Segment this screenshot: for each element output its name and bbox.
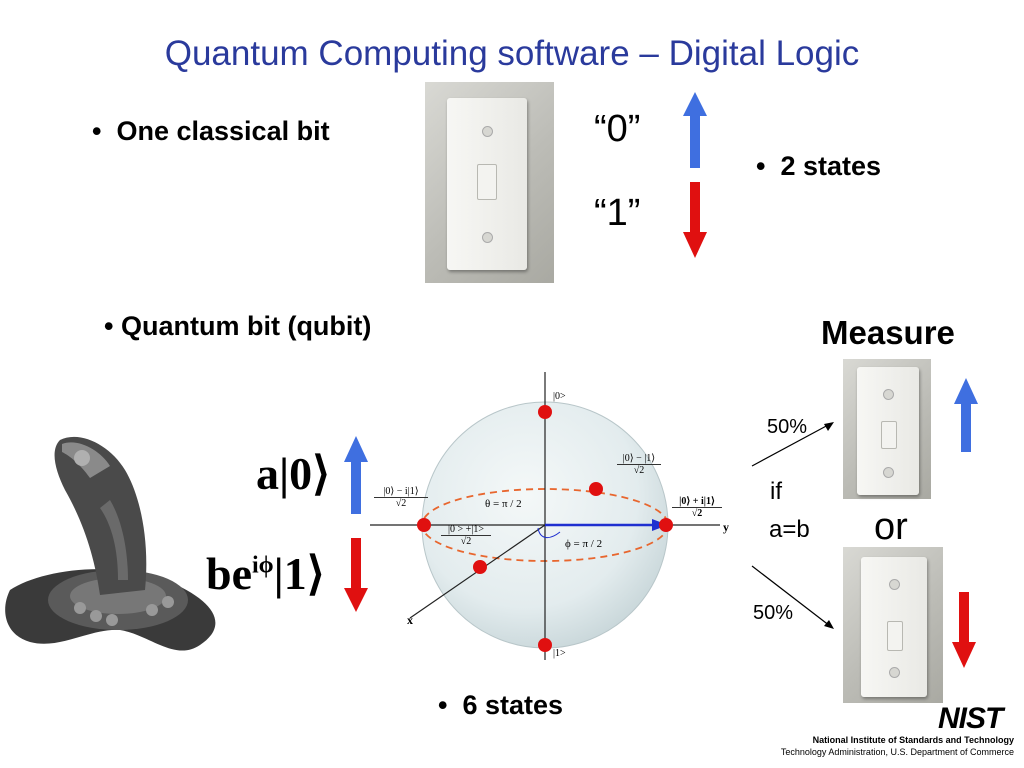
- outcome-bottom-arrowhead: [824, 620, 834, 629]
- or-label: or: [874, 506, 908, 548]
- plus-numerator: |0 > +|1>: [441, 524, 491, 536]
- plus-state-label: |0 > +|1> √2: [441, 524, 491, 547]
- switch-screw-top: [482, 126, 493, 137]
- state-dot-minus: [589, 482, 603, 496]
- probability-top: 50%: [767, 416, 808, 438]
- formula-b1: beiϕ|1⟩: [206, 546, 325, 600]
- ket0-label: |0>: [553, 391, 566, 402]
- plus-denominator: √2: [460, 536, 472, 547]
- switch-toggle: [881, 421, 897, 449]
- switch-screw-bottom: [883, 467, 894, 478]
- six-states-bullet: • 6 states: [438, 690, 563, 721]
- joystick-image: [5, 436, 216, 651]
- classical-bit-label: One classical bit: [116, 116, 330, 146]
- down-arrow-icon: [952, 592, 976, 668]
- bullet-dot: •: [438, 690, 463, 720]
- up-arrow-icon: [683, 92, 707, 168]
- phi-arc: [537, 527, 561, 538]
- formula-b1-exponent: iϕ: [252, 552, 274, 579]
- x-axis-label: x: [407, 613, 413, 627]
- switch-plate: [447, 98, 527, 270]
- ket1-label: |1>: [553, 648, 566, 659]
- formula-b1-suffix: |1⟩: [273, 548, 325, 599]
- outcome-top-line: [751, 423, 831, 467]
- slide-title: Quantum Computing software – Digital Log…: [164, 34, 860, 73]
- state-dot-1: [538, 638, 552, 652]
- light-switch-up-photo: [843, 359, 931, 499]
- measure-arrows: [751, 378, 978, 668]
- state-dot-plus: [473, 560, 487, 574]
- outcome-bottom-line: [751, 565, 831, 627]
- down-arrow-icon: [683, 182, 707, 258]
- switch-plate: [861, 557, 927, 697]
- plus-i-denominator: √2: [691, 508, 703, 519]
- theta-label: θ = π / 2: [485, 498, 522, 510]
- minus-numerator: |0⟩ − |1⟩: [617, 453, 661, 465]
- plus-i-state-label: |0⟩ + i|1⟩ √2: [672, 496, 722, 519]
- up-arrow-icon: [344, 436, 368, 514]
- state-1-label: “1”: [594, 192, 641, 234]
- probability-bottom: 50%: [753, 602, 794, 624]
- measure-title: Measure: [821, 314, 955, 351]
- condition-label: a=b: [769, 516, 810, 543]
- minus-i-state-label: |0⟩ − i|1⟩ √2: [374, 486, 428, 509]
- switch-screw-top: [889, 579, 900, 590]
- bullet-dot: •: [756, 151, 781, 181]
- light-switch-photo: [425, 82, 554, 283]
- switch-screw-top: [883, 389, 894, 400]
- down-arrow-icon: [344, 538, 368, 612]
- light-switch-down-photo: [843, 547, 943, 703]
- joystick-icon: [5, 436, 216, 651]
- minus-state-label: |0⟩ − |1⟩ √2: [617, 453, 661, 476]
- footer-line-2: Technology Administration, U.S. Departme…: [780, 747, 1014, 757]
- state-dot-minus-i: [417, 518, 431, 532]
- minus-i-denominator: √2: [395, 498, 407, 509]
- formula-a0: a|0⟩: [256, 448, 331, 499]
- bullet-dot: •: [92, 116, 117, 146]
- phi-label: ϕ = π / 2: [565, 538, 603, 550]
- switch-plate: [857, 367, 919, 495]
- qubit-label: Quantum bit (qubit): [120, 311, 372, 341]
- classical-bit-bullet: • One classical bit: [92, 116, 330, 147]
- switch-screw-bottom: [482, 232, 493, 243]
- switch-toggle: [887, 621, 903, 651]
- state-dot-plus-i: [659, 518, 673, 532]
- minus-i-numerator: |0⟩ − i|1⟩: [374, 486, 428, 498]
- state-dot-0: [538, 405, 552, 419]
- switch-screw-bottom: [889, 667, 900, 678]
- state-0-label: “0”: [594, 108, 641, 150]
- if-label: if: [770, 478, 782, 505]
- classical-arrows: [683, 92, 707, 258]
- outcome-top-arrowhead: [824, 422, 834, 431]
- formula-b1-prefix: be: [206, 548, 252, 599]
- six-states-label: 6 states: [462, 690, 564, 720]
- bloch-sphere-diagram: [370, 372, 720, 660]
- y-axis-label: y: [723, 520, 729, 534]
- two-states-bullet: • 2 states: [756, 151, 881, 182]
- switch-toggle: [477, 164, 497, 200]
- two-states-label: 2 states: [780, 151, 882, 181]
- qubit-arrows: [344, 436, 368, 612]
- minus-denominator: √2: [633, 465, 645, 476]
- bullet-dot: •: [104, 311, 121, 341]
- plus-i-numerator: |0⟩ + i|1⟩: [672, 496, 722, 508]
- qubit-bullet: • Quantum bit (qubit): [104, 311, 371, 342]
- footer-line-1: National Institute of Standards and Tech…: [812, 735, 1014, 745]
- nist-logo: NIST: [938, 702, 1003, 735]
- up-arrow-icon: [954, 378, 978, 452]
